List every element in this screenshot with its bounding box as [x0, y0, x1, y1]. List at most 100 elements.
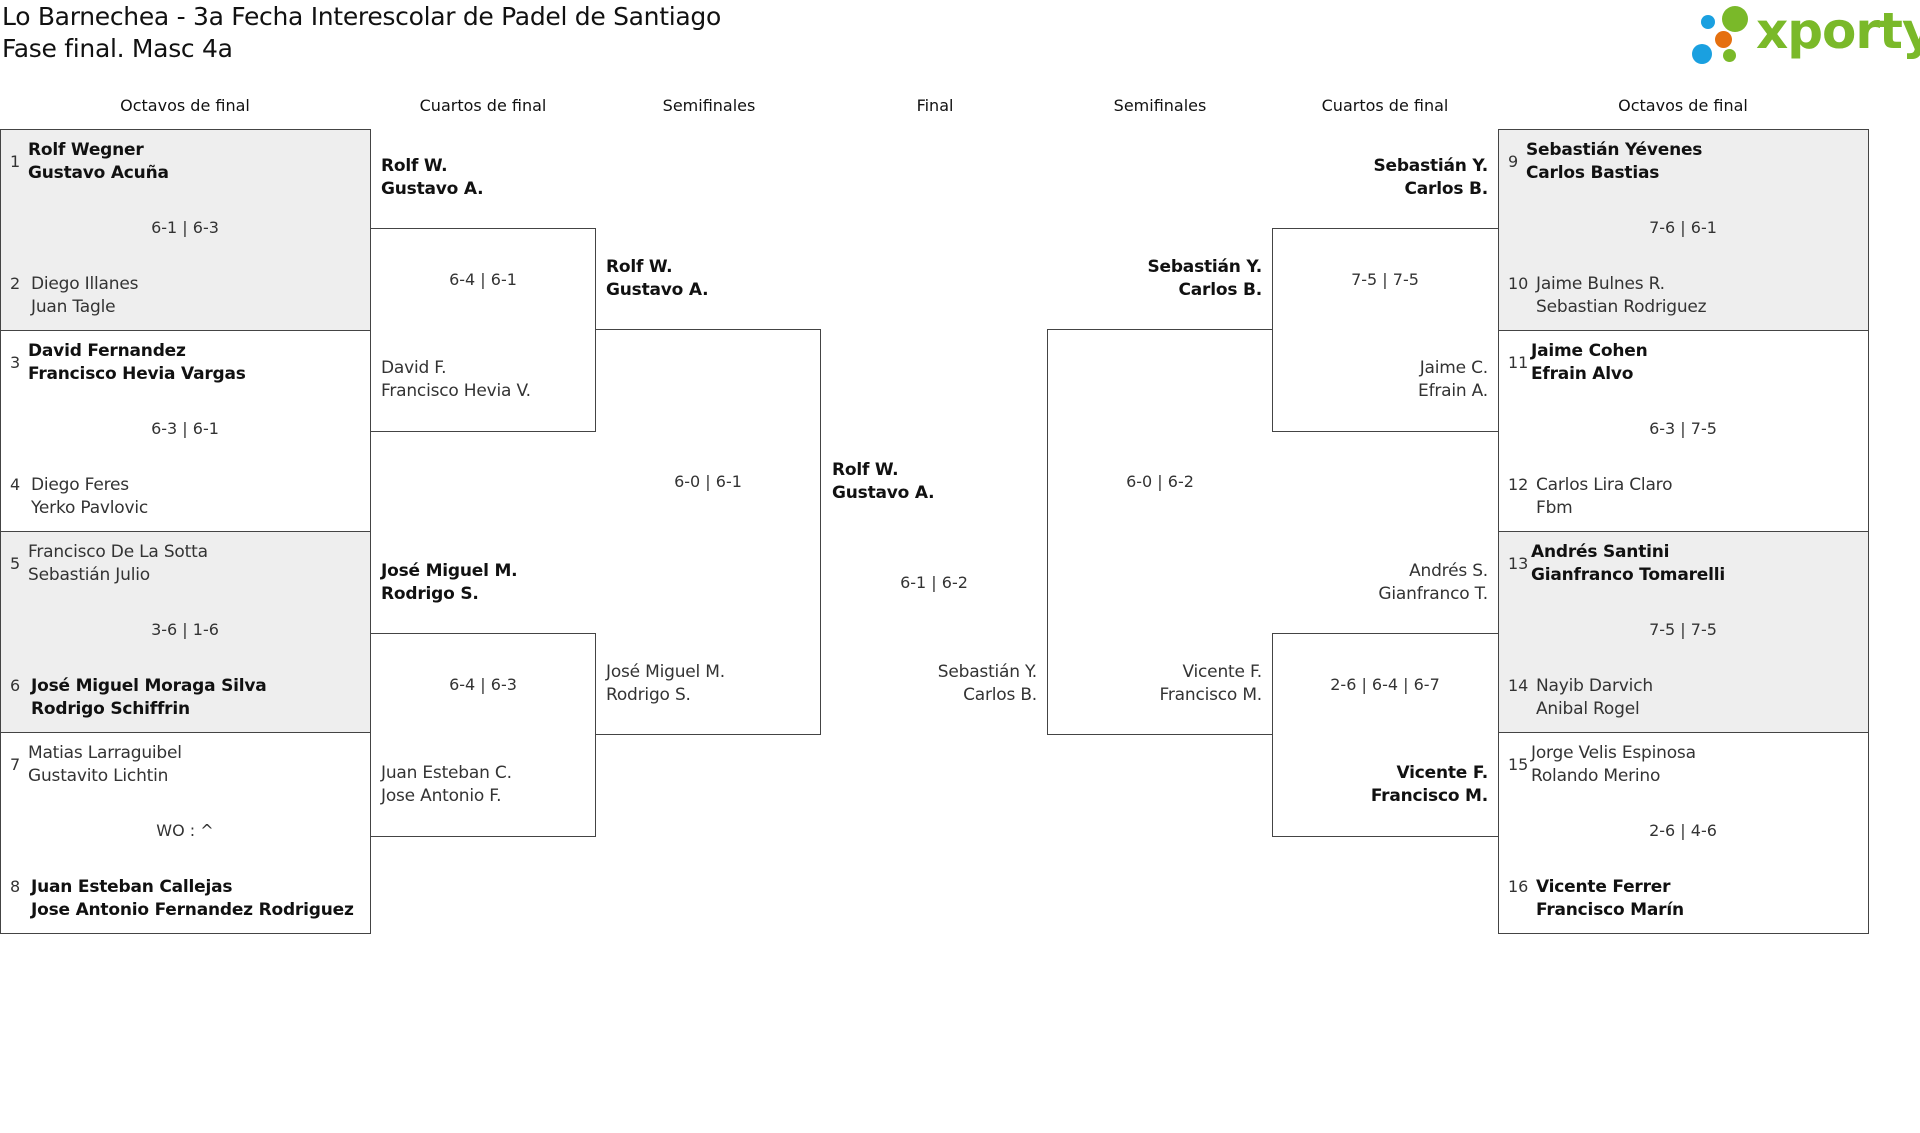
player-name: Carlos Bastias [1526, 163, 1660, 183]
team-entry[interactable]: Andrés S.Gianfranco T. [1272, 560, 1488, 606]
seed-number: 12 [1508, 475, 1529, 494]
match-score: 6-4 | 6-1 [449, 270, 517, 289]
team-entry[interactable]: Rolf W.Gustavo A. [606, 256, 821, 302]
match-score: 6-1 | 6-3 [151, 218, 219, 237]
team-entry[interactable]: Jaime C.Efrain A. [1272, 357, 1488, 403]
page-subtitle: Fase final. Masc 4a [2, 34, 233, 63]
player-name: Gianfranco Tomarelli [1531, 565, 1725, 585]
round-header: Cuartos de final [419, 96, 547, 115]
player-name: Jorge Velis Espinosa [1531, 743, 1696, 763]
match-box [370, 633, 596, 837]
team-entry[interactable]: Vicente F.Francisco M. [1047, 661, 1263, 707]
round-header: Cuartos de final [1321, 96, 1449, 115]
team-entry[interactable]: Juan Esteban C. Jose Antonio F. [381, 762, 595, 808]
player-name: Rolando Merino [1531, 766, 1661, 786]
team-entry[interactable]: José Miguel M.Rodrigo S. [606, 661, 821, 707]
match-box [370, 228, 596, 432]
logo-dot-icon [1692, 44, 1712, 64]
player-name: Fbm [1536, 498, 1573, 518]
player-name: Jose Antonio Fernandez Rodriguez [31, 900, 354, 920]
player-name: Rodrigo Schiffrin [31, 699, 190, 719]
player-name: David F. [381, 358, 447, 378]
match-score: WO : ^ [156, 821, 214, 840]
match-score: 6-3 | 7-5 [1649, 419, 1717, 438]
player-name: Rolf W. [832, 460, 899, 480]
player-name: Sebastián Y. [1373, 156, 1488, 176]
team-entry[interactable]: Jaime Bulnes R. Sebastian Rodriguez [1536, 273, 1866, 319]
final-team[interactable]: Sebastián Y.Carlos B. [821, 661, 1037, 707]
seed-number: 10 [1508, 274, 1529, 293]
match-score: 2-6 | 6-4 | 6-7 [1330, 675, 1440, 694]
match-score: 6-0 | 6-1 [674, 472, 742, 491]
match-box [595, 329, 821, 735]
player-name: Anibal Rogel [1536, 699, 1640, 719]
match-box [1498, 129, 1869, 331]
player-name: Francisco M. [1370, 786, 1488, 806]
player-name: Jose Antonio F. [381, 786, 502, 806]
team-entry[interactable]: José Miguel M.Rodrigo S. [381, 560, 595, 606]
seed-number: 14 [1508, 676, 1529, 695]
player-name: Sebastián Julio [28, 565, 150, 585]
match-box [0, 531, 371, 733]
player-name: Sebastian Rodriguez [1536, 297, 1707, 317]
team-entry[interactable]: Sebastián Y.Carlos B. [1047, 256, 1262, 302]
player-name: Sebastián Yévenes [1526, 140, 1703, 160]
match-box [1272, 228, 1498, 432]
player-name: Jaime Bulnes R. [1536, 274, 1665, 294]
player-name: Gustavo Acuña [28, 163, 169, 183]
round-header: Octavos de final [1618, 96, 1748, 115]
logo-dot-icon [1715, 31, 1732, 48]
player-name: Carlos Lira Claro [1536, 475, 1673, 495]
seed-number: 16 [1508, 877, 1529, 896]
player-name: Juan Tagle [31, 297, 116, 317]
player-name: Gustavito Lichtin [28, 766, 169, 786]
page-title: Lo Barnechea - 3a Fecha Interescolar de … [2, 2, 721, 31]
seed-number: 1 [10, 152, 21, 171]
player-name: David Fernandez [28, 341, 186, 361]
seed-number: 8 [10, 877, 21, 896]
final-team[interactable]: Rolf W. Gustavo A. [832, 459, 1042, 505]
round-header: Octavos de final [120, 96, 250, 115]
seed-number: 6 [10, 676, 21, 695]
player-name: Francisco Marín [1536, 900, 1684, 920]
player-name: Vicente F. [1182, 662, 1262, 682]
player-name: Juan Esteban C. [381, 763, 512, 783]
match-score: 3-6 | 1-6 [151, 620, 219, 639]
team-entry[interactable]: Vicente F.Francisco M. [1272, 762, 1488, 808]
team-entry[interactable]: David F.Francisco Hevia V. [381, 357, 595, 403]
match-box [1498, 531, 1869, 733]
seed-number: 7 [10, 755, 21, 774]
match-score: 6-0 | 6-2 [1126, 472, 1194, 491]
team-entry[interactable]: Rolf W.Gustavo A. [381, 155, 595, 201]
seed-number: 2 [10, 274, 21, 293]
player-name: Carlos B. [1178, 280, 1263, 300]
player-name: Gustavo A. [832, 483, 935, 503]
match-box [0, 129, 371, 331]
player-name: Efrain Alvo [1531, 364, 1634, 384]
seed-number: 4 [10, 475, 21, 494]
match-score: 7-6 | 6-1 [1649, 218, 1717, 237]
player-name: Juan Esteban Callejas [31, 877, 233, 897]
player-name: José Miguel M. [606, 662, 725, 682]
match-box [0, 732, 371, 934]
team-entry[interactable]: Sebastián Y.Carlos B. [1272, 155, 1488, 201]
seed-number: 3 [10, 353, 21, 372]
player-name: Rolf W. [381, 156, 448, 176]
seed-number: 13 [1508, 554, 1529, 573]
player-name: Carlos B. [963, 685, 1037, 705]
